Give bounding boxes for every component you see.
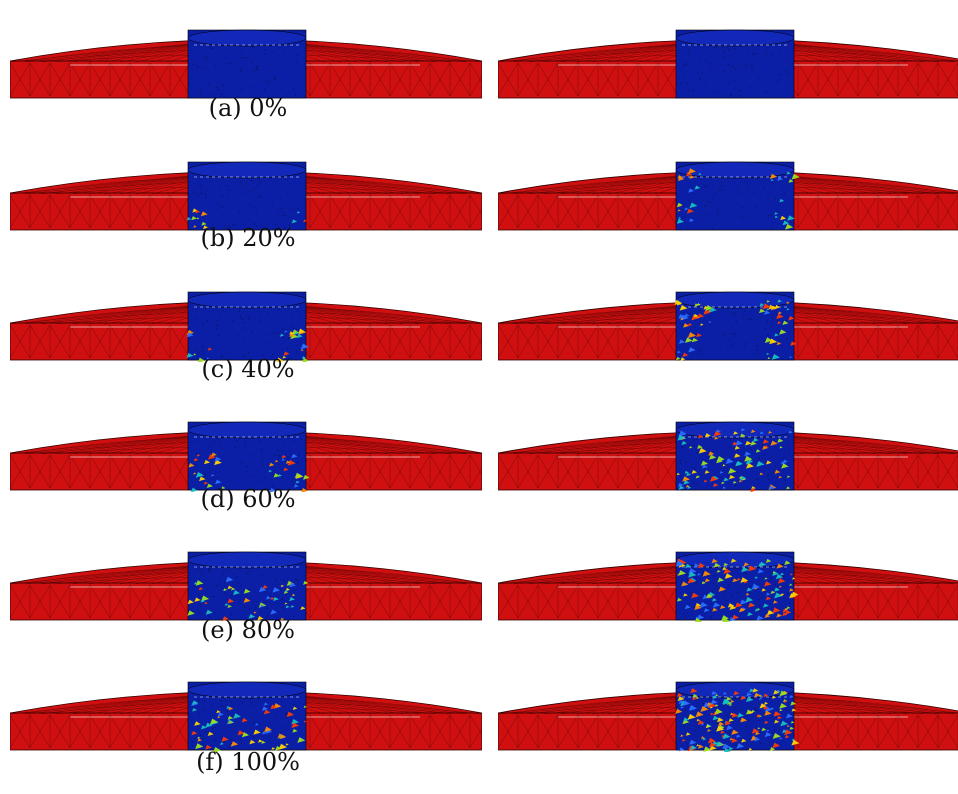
right-mesh-panel xyxy=(498,290,958,362)
right-mesh-panel xyxy=(498,28,958,100)
panel-caption: (a) 0% xyxy=(208,94,288,122)
damage-region xyxy=(675,688,800,752)
panel-caption: (e) 80% xyxy=(201,616,295,644)
damage-region xyxy=(187,576,309,621)
left-mesh-panel xyxy=(10,680,482,752)
panel-caption: (d) 60% xyxy=(200,485,296,513)
damage-region xyxy=(676,168,800,230)
left-mesh-panel xyxy=(10,420,482,492)
damage-region xyxy=(676,428,793,492)
left-mesh-panel xyxy=(10,550,482,622)
panel-caption: (b) 20% xyxy=(200,224,296,252)
panel-caption: (c) 40% xyxy=(201,355,295,383)
left-mesh-panel xyxy=(10,160,482,232)
damage-region xyxy=(675,558,799,622)
damage-region xyxy=(188,452,310,492)
damage-region xyxy=(191,700,308,752)
damage-region xyxy=(674,299,797,361)
damage-region xyxy=(186,208,307,230)
left-mesh-panel xyxy=(10,28,482,100)
right-mesh-panel xyxy=(498,550,958,622)
left-mesh-panel xyxy=(10,290,482,362)
damage-region xyxy=(186,328,309,362)
right-mesh-panel xyxy=(498,420,958,492)
panel-caption: (f) 100% xyxy=(196,748,300,776)
right-mesh-panel xyxy=(498,160,958,232)
right-mesh-panel xyxy=(498,680,958,752)
